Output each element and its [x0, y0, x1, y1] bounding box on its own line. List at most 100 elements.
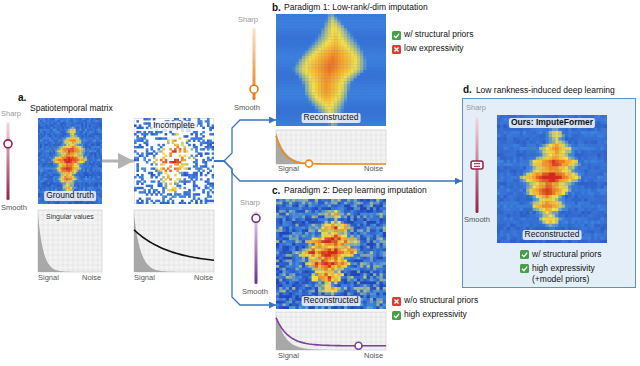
matrix-cell	[42, 124, 44, 126]
matrix-cell	[93, 159, 95, 161]
matrix-cell	[49, 124, 51, 126]
matrix-cell	[40, 148, 42, 150]
matrix-cell	[87, 161, 89, 163]
matrix-cell	[46, 165, 48, 167]
matrix-cell	[74, 159, 76, 161]
matrix-cell	[85, 122, 87, 124]
matrix-cell	[68, 120, 70, 122]
matrix-cell	[47, 185, 49, 187]
matrix-cell	[193, 185, 196, 187]
matrix-cell	[85, 152, 87, 154]
matrix-cell	[40, 135, 42, 137]
matrix-cell	[68, 167, 70, 169]
matrix-cell	[98, 163, 100, 165]
matrix-cell	[150, 131, 153, 133]
matrix-cell	[176, 133, 179, 135]
matrix-cell	[334, 14, 338, 17]
matrix-cell	[61, 146, 63, 148]
matrix-cell	[134, 142, 137, 144]
matrix-cell	[44, 144, 46, 146]
matrix-cell	[89, 167, 91, 169]
matrix-cell	[85, 140, 87, 142]
matrix-cell	[46, 155, 48, 157]
matrix-cell	[89, 137, 91, 139]
matrix-cell	[328, 17, 332, 20]
matrix-cell	[98, 137, 100, 139]
matrix-cell	[165, 187, 168, 189]
matrix-cell	[158, 144, 161, 146]
matrix-cell	[72, 161, 74, 163]
matrix-cell	[98, 133, 100, 135]
matrix-cell	[183, 187, 186, 189]
matrix-cell	[193, 193, 196, 195]
matrix-cell	[72, 150, 74, 152]
matrix-cell	[91, 127, 93, 129]
matrix-cell	[40, 129, 42, 131]
matrix-cell	[79, 135, 81, 137]
matrix-cell	[42, 180, 44, 182]
matrix-cell	[143, 180, 146, 182]
matrix-cell	[321, 14, 325, 17]
matrix-cell	[53, 144, 55, 146]
matrix-cell	[200, 200, 203, 202]
matrix-cell	[143, 137, 146, 139]
matrix-cell	[100, 148, 102, 150]
matrix-cell	[53, 167, 55, 169]
matrix-cell	[49, 131, 51, 133]
matrix-cell	[188, 174, 191, 176]
icon-box	[392, 31, 401, 40]
matrix-cell	[72, 155, 74, 157]
matrix-cell	[83, 167, 85, 169]
matrix-cell	[72, 167, 74, 169]
matrix-cell	[46, 150, 48, 152]
matrix-cell	[44, 131, 46, 133]
matrix-cell	[59, 167, 61, 169]
singular-value-plot	[276, 130, 386, 167]
matrix-cell	[94, 137, 96, 139]
matrix-cell	[40, 176, 42, 178]
matrix-cell	[47, 122, 49, 124]
matrix-cell	[76, 133, 78, 135]
matrix-cell	[47, 174, 49, 176]
matrix-cell	[62, 129, 64, 131]
matrix-cell	[94, 202, 96, 204]
matrix-cell	[87, 185, 89, 187]
matrix-cell	[98, 161, 100, 163]
matrix-cell	[179, 202, 182, 204]
matrix-cell	[78, 133, 80, 135]
matrix-cell	[139, 137, 142, 139]
matrix-cell	[38, 144, 40, 146]
matrix-cell	[172, 187, 175, 189]
matrix-cell	[188, 167, 191, 169]
matrix-cell	[47, 183, 49, 185]
matrix-cell	[193, 195, 196, 197]
matrix-cell	[93, 163, 95, 165]
matrix-cell	[40, 137, 42, 139]
slider-knob	[252, 214, 260, 222]
matrix-cell	[68, 142, 70, 144]
threshold-marker	[355, 342, 362, 349]
matrix-cell	[47, 163, 49, 165]
matrix-cell	[53, 148, 55, 150]
matrix-cell	[47, 148, 49, 150]
matrix-cell	[70, 174, 72, 176]
matrix-cell	[195, 137, 198, 139]
matrix-cell	[209, 200, 212, 202]
matrix-cell	[74, 157, 76, 159]
matrix-cell	[172, 195, 175, 197]
matrix-cell	[53, 159, 55, 161]
matrix-cell	[81, 157, 83, 159]
matrix-cell	[179, 178, 182, 180]
matrix-cell	[139, 187, 142, 189]
matrix-cell	[61, 159, 63, 161]
heatmap-image	[276, 14, 386, 126]
matrix-cell	[91, 180, 93, 182]
matrix-cell	[202, 148, 205, 150]
matrix-cell	[70, 202, 72, 204]
matrix-cell	[136, 200, 139, 202]
matrix-cell	[207, 191, 210, 193]
matrix-cell	[53, 185, 55, 187]
matrix-cell	[139, 191, 142, 193]
matrix-cell	[286, 17, 290, 20]
matrix-cell	[47, 172, 49, 174]
